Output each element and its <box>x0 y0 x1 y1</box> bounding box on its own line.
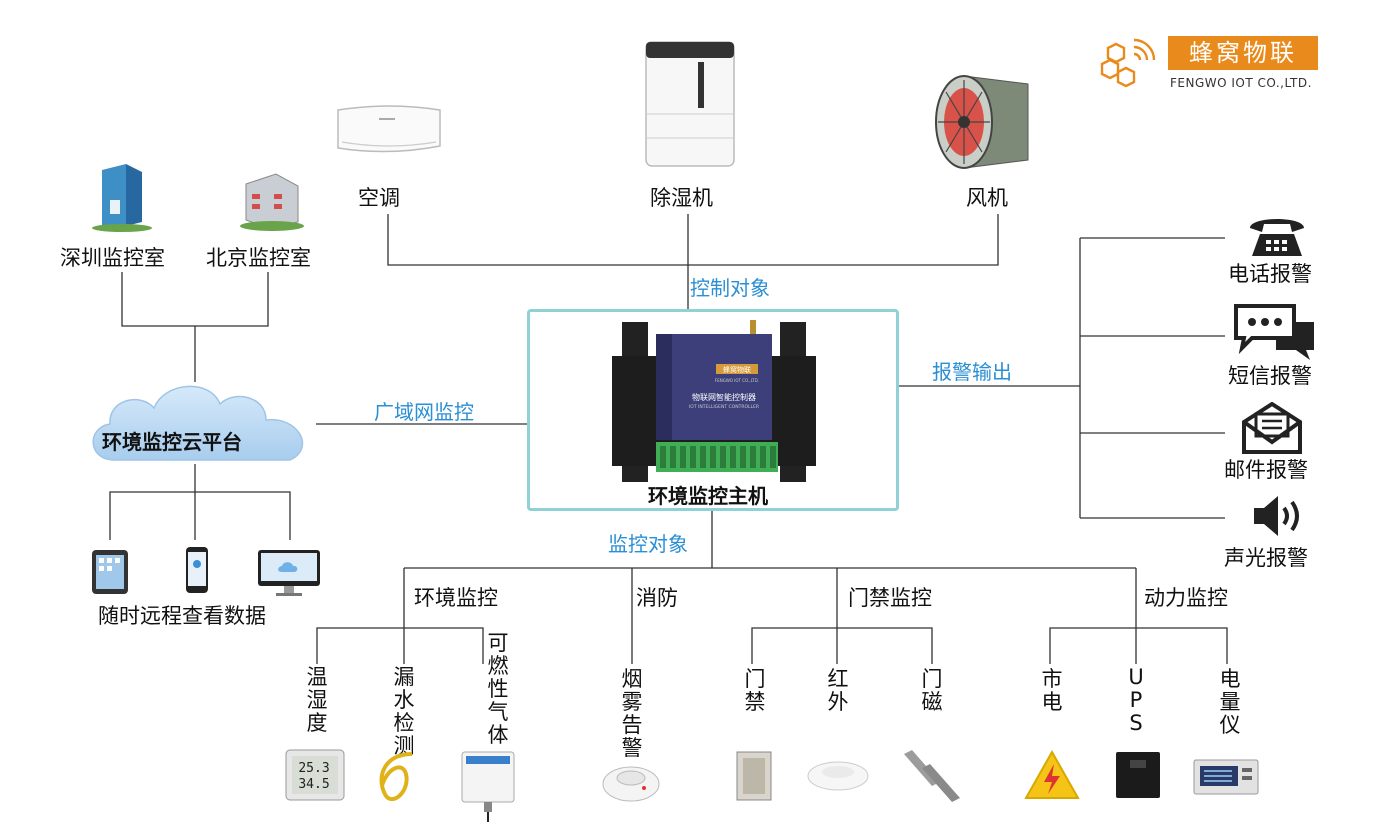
remote-view-label: 随时远程查看数据 <box>98 604 266 628</box>
device-title-en-text: IOT INTELLIGENT CONTROLLER <box>689 404 759 410</box>
ups-icon <box>1116 752 1160 798</box>
control-item-dehumidifier: 除湿机 <box>650 186 713 210</box>
alarm-mail: 邮件报警 <box>1224 458 1308 482</box>
sensor-temp-reading: 25.3 <box>298 761 329 776</box>
controller-device-icon: 蜂窝物联 FENGWO IOT CO.,LTD. 物联网智能控制器 IOT IN… <box>612 320 816 482</box>
alarm-title: 报警输出 <box>932 360 1012 384</box>
telephone-icon <box>1250 219 1304 256</box>
group-environment: 环境监控 <box>414 586 498 610</box>
alarm-sound-light: 声光报警 <box>1224 546 1308 570</box>
sensor-hum-reading: 34.5 <box>298 777 329 792</box>
phone-icon <box>186 547 208 593</box>
host-label: 环境监控主机 <box>648 484 768 508</box>
group-power: 动力监控 <box>1144 586 1228 610</box>
room-shenzhen: 深圳监控室 <box>60 246 165 270</box>
smoke-detector-icon <box>602 766 660 802</box>
control-title: 控制对象 <box>690 276 770 300</box>
item-access-control: 门禁 <box>744 667 766 714</box>
device-brand-text: 蜂窝物联 <box>723 365 751 374</box>
water-leak-cable-icon <box>379 752 413 802</box>
control-item-air-conditioner: 空调 <box>358 186 400 210</box>
item-infrared: 红外 <box>827 667 849 714</box>
device-title-text: 物联网智能控制器 <box>692 392 756 402</box>
monitor-icon <box>258 550 320 596</box>
temp-humidity-sensor-icon: 25.3 34.5 <box>285 749 345 801</box>
control-item-fan: 风机 <box>966 186 1008 210</box>
sms-icon <box>1234 304 1314 360</box>
honeycomb-logo-icon <box>1100 38 1156 88</box>
beijing-building-icon <box>240 173 304 231</box>
item-combustible-gas: 可燃性气体 <box>487 631 509 747</box>
cloud-icon <box>92 385 304 461</box>
item-door-magnet: 门磁 <box>921 667 943 714</box>
alarm-sms: 短信报警 <box>1228 364 1312 388</box>
fan-icon <box>935 75 1029 169</box>
air-conditioner-icon <box>337 105 441 153</box>
shenzhen-building-icon <box>92 164 152 232</box>
logo-subtitle: FENGWO IOT CO.,LTD. <box>1170 76 1312 90</box>
room-beijing: 北京监控室 <box>206 246 311 270</box>
dehumidifier-icon <box>645 41 735 167</box>
infrared-sensor-icon <box>807 761 869 791</box>
item-mains: 市电 <box>1041 667 1063 714</box>
mains-power-warning-icon <box>1024 750 1080 799</box>
cloud-platform-label: 环境监控云平台 <box>102 430 242 454</box>
item-power-meter: 电量仪 <box>1219 667 1241 737</box>
item-water-leak: 漏水检测 <box>393 665 415 758</box>
alarm-phone: 电话报警 <box>1228 262 1312 286</box>
logo-name: 蜂窝物联 <box>1168 36 1318 70</box>
access-control-panel-icon <box>736 751 772 801</box>
item-temp-humidity: 温湿度 <box>306 665 328 735</box>
item-smoke: 烟雾告警 <box>621 667 643 760</box>
tablet-icon <box>92 550 128 594</box>
mail-icon <box>1242 402 1302 454</box>
door-magnet-icon <box>904 750 960 802</box>
speaker-icon <box>1254 496 1299 536</box>
group-fire: 消防 <box>636 586 678 610</box>
power-meter-icon <box>1193 759 1259 795</box>
item-ups: UPS <box>1128 665 1144 735</box>
group-access: 门禁监控 <box>848 586 932 610</box>
wan-title: 广域网监控 <box>374 400 474 424</box>
monitor-title: 监控对象 <box>608 532 688 556</box>
gas-sensor-icon <box>461 751 515 822</box>
host-frame <box>527 309 899 511</box>
device-brand-en-text: FENGWO IOT CO.,LTD. <box>715 378 759 383</box>
